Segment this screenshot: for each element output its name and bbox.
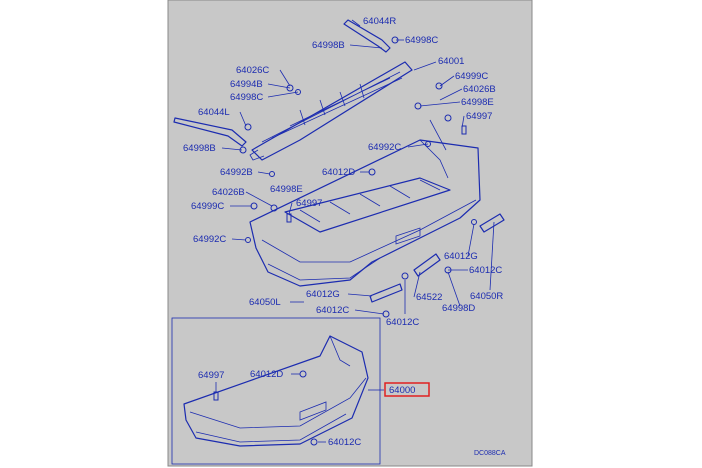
bracket-64044R xyxy=(343,19,391,53)
label-64012C: 64012C xyxy=(328,437,361,448)
label-64026C: 64026C xyxy=(236,65,269,76)
label-64012C: 64012C xyxy=(469,265,502,276)
label-64997: 64997 xyxy=(296,198,322,209)
label-64998D: 64998D xyxy=(442,303,475,314)
bracket-64522 xyxy=(413,253,441,277)
label-64012G: 64012G xyxy=(306,289,340,300)
label-64522: 64522 xyxy=(416,292,442,303)
label-64044L: 64044L xyxy=(198,107,230,118)
label-64992C: 64992C xyxy=(368,142,401,153)
rear-bumper-reinforcement xyxy=(249,61,413,161)
label-64999C: 64999C xyxy=(191,201,224,212)
label-64044R: 64044R xyxy=(363,16,396,27)
label-64992C: 64992C xyxy=(193,234,226,245)
label-64050L: 64050L xyxy=(249,297,281,308)
label-64999C: 64999C xyxy=(455,71,488,82)
label-64994B: 64994B xyxy=(230,79,263,90)
label-64012D: 64012D xyxy=(250,369,283,380)
label-64997: 64997 xyxy=(466,111,492,122)
part-labels: 64044R 64998B 64998C 64026C 64994B 64998… xyxy=(183,16,506,457)
label-64992B: 64992B xyxy=(220,167,253,178)
label-64026B: 64026B xyxy=(463,84,496,95)
label-64998E: 64998E xyxy=(461,97,494,108)
label-64012C: 64012C xyxy=(386,317,419,328)
label-64012G: 64012G xyxy=(444,251,478,262)
leader-lines xyxy=(215,19,495,443)
label-64026B: 64026B xyxy=(212,187,245,198)
label-64000: 64000 xyxy=(389,385,415,396)
label-64998C: 64998C xyxy=(230,92,263,103)
label-64012D: 64012D xyxy=(322,167,355,178)
label-64050R: 64050R xyxy=(470,291,503,302)
label-64998C: 64998C xyxy=(405,35,438,46)
molding-64050L xyxy=(369,283,403,303)
label-64998B: 64998B xyxy=(312,40,345,51)
label-64998E: 64998E xyxy=(270,184,303,195)
label-64001: 64001 xyxy=(438,56,464,67)
bracket-64044L xyxy=(173,117,247,147)
diagram-panel xyxy=(167,0,533,467)
bumper-assembly-64000 xyxy=(183,335,369,447)
bumper-absorber xyxy=(284,177,451,233)
diagram-code: DC088CA xyxy=(474,450,506,457)
assembly-inset-frame xyxy=(171,317,381,465)
highlight-64000 xyxy=(384,382,430,397)
label-64012C: 64012C xyxy=(316,305,349,316)
label-64998B: 64998B xyxy=(183,143,216,154)
label-64997: 64997 xyxy=(198,370,224,381)
molding-64050R xyxy=(479,213,505,233)
